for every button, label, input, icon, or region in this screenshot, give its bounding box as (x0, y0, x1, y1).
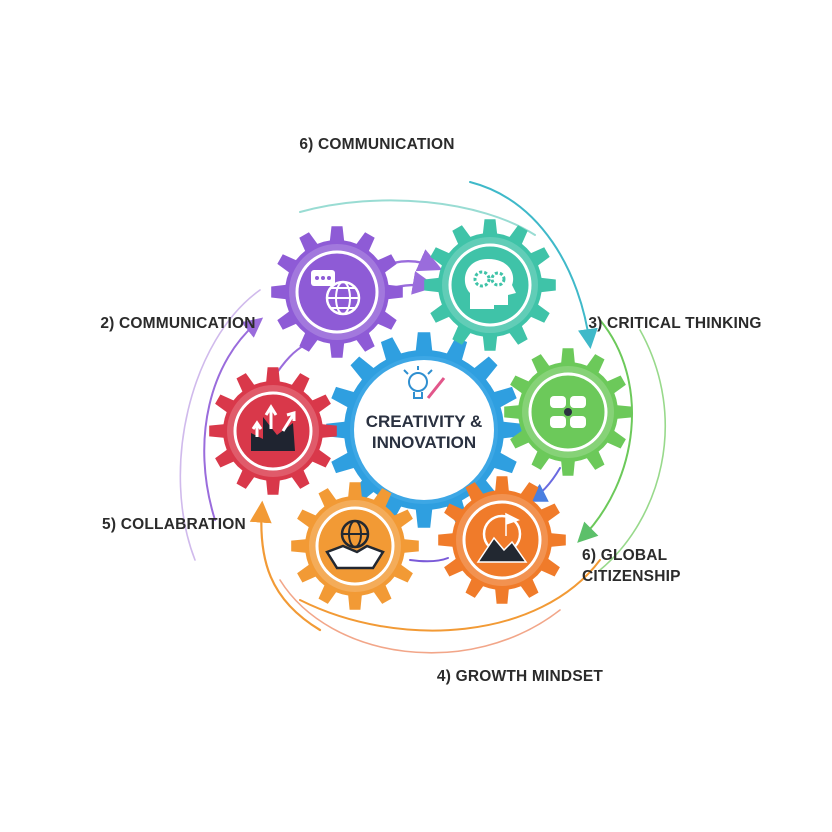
gear-collaboration (291, 482, 419, 610)
label-critical-thinking: 3) CRITICAL THINKING (588, 315, 761, 332)
gear-global-citizenship (438, 476, 566, 604)
arrow-bottom-to-red (249, 500, 322, 632)
center-title-line2: INNOVATION (372, 433, 476, 452)
arrow-left-outer (203, 317, 264, 521)
label-growth-mindset: 4) GROWTH MINDSET (437, 668, 603, 685)
chat-globe-icon (311, 270, 361, 316)
arrow-top-teal (299, 199, 536, 236)
label-top-communication: 6) COMMUNICATION (299, 136, 454, 153)
arrow-orange-to-orange (409, 557, 449, 563)
center-gear-disk (354, 360, 494, 500)
arrow-bottom-orange (299, 559, 601, 632)
arrow-top-right (469, 181, 598, 349)
gear-communication (271, 226, 403, 358)
arrow-right-outer-2 (599, 329, 667, 571)
arrow-bottom-outer (279, 579, 561, 654)
arrow-right-outer (577, 319, 633, 543)
handshake-globe-icon (325, 519, 385, 570)
label-global-line1: 6) GLOBAL (582, 547, 667, 564)
label-left-communication: 2) COMMUNICATION (100, 315, 255, 332)
growth-arrows-icon (251, 404, 296, 451)
center-title-line1: CREATIVITY & (366, 412, 483, 431)
arrow-left-outer-2 (179, 289, 261, 561)
mountain-flag-icon (476, 512, 528, 563)
center-gear (326, 332, 522, 528)
hands-icon (550, 396, 586, 428)
gear-critical-thinking (424, 219, 556, 351)
label-collaboration: 5) COLLABRATION (102, 516, 246, 533)
lightbulb-pencil-icon (403, 366, 446, 399)
gear-teamwork (504, 348, 632, 476)
label-global-line2: CITIZENSHIP (582, 568, 681, 585)
head-gears-icon (464, 259, 516, 309)
gear-global-citizenship-hub (462, 500, 542, 580)
gear-growth (209, 367, 337, 495)
